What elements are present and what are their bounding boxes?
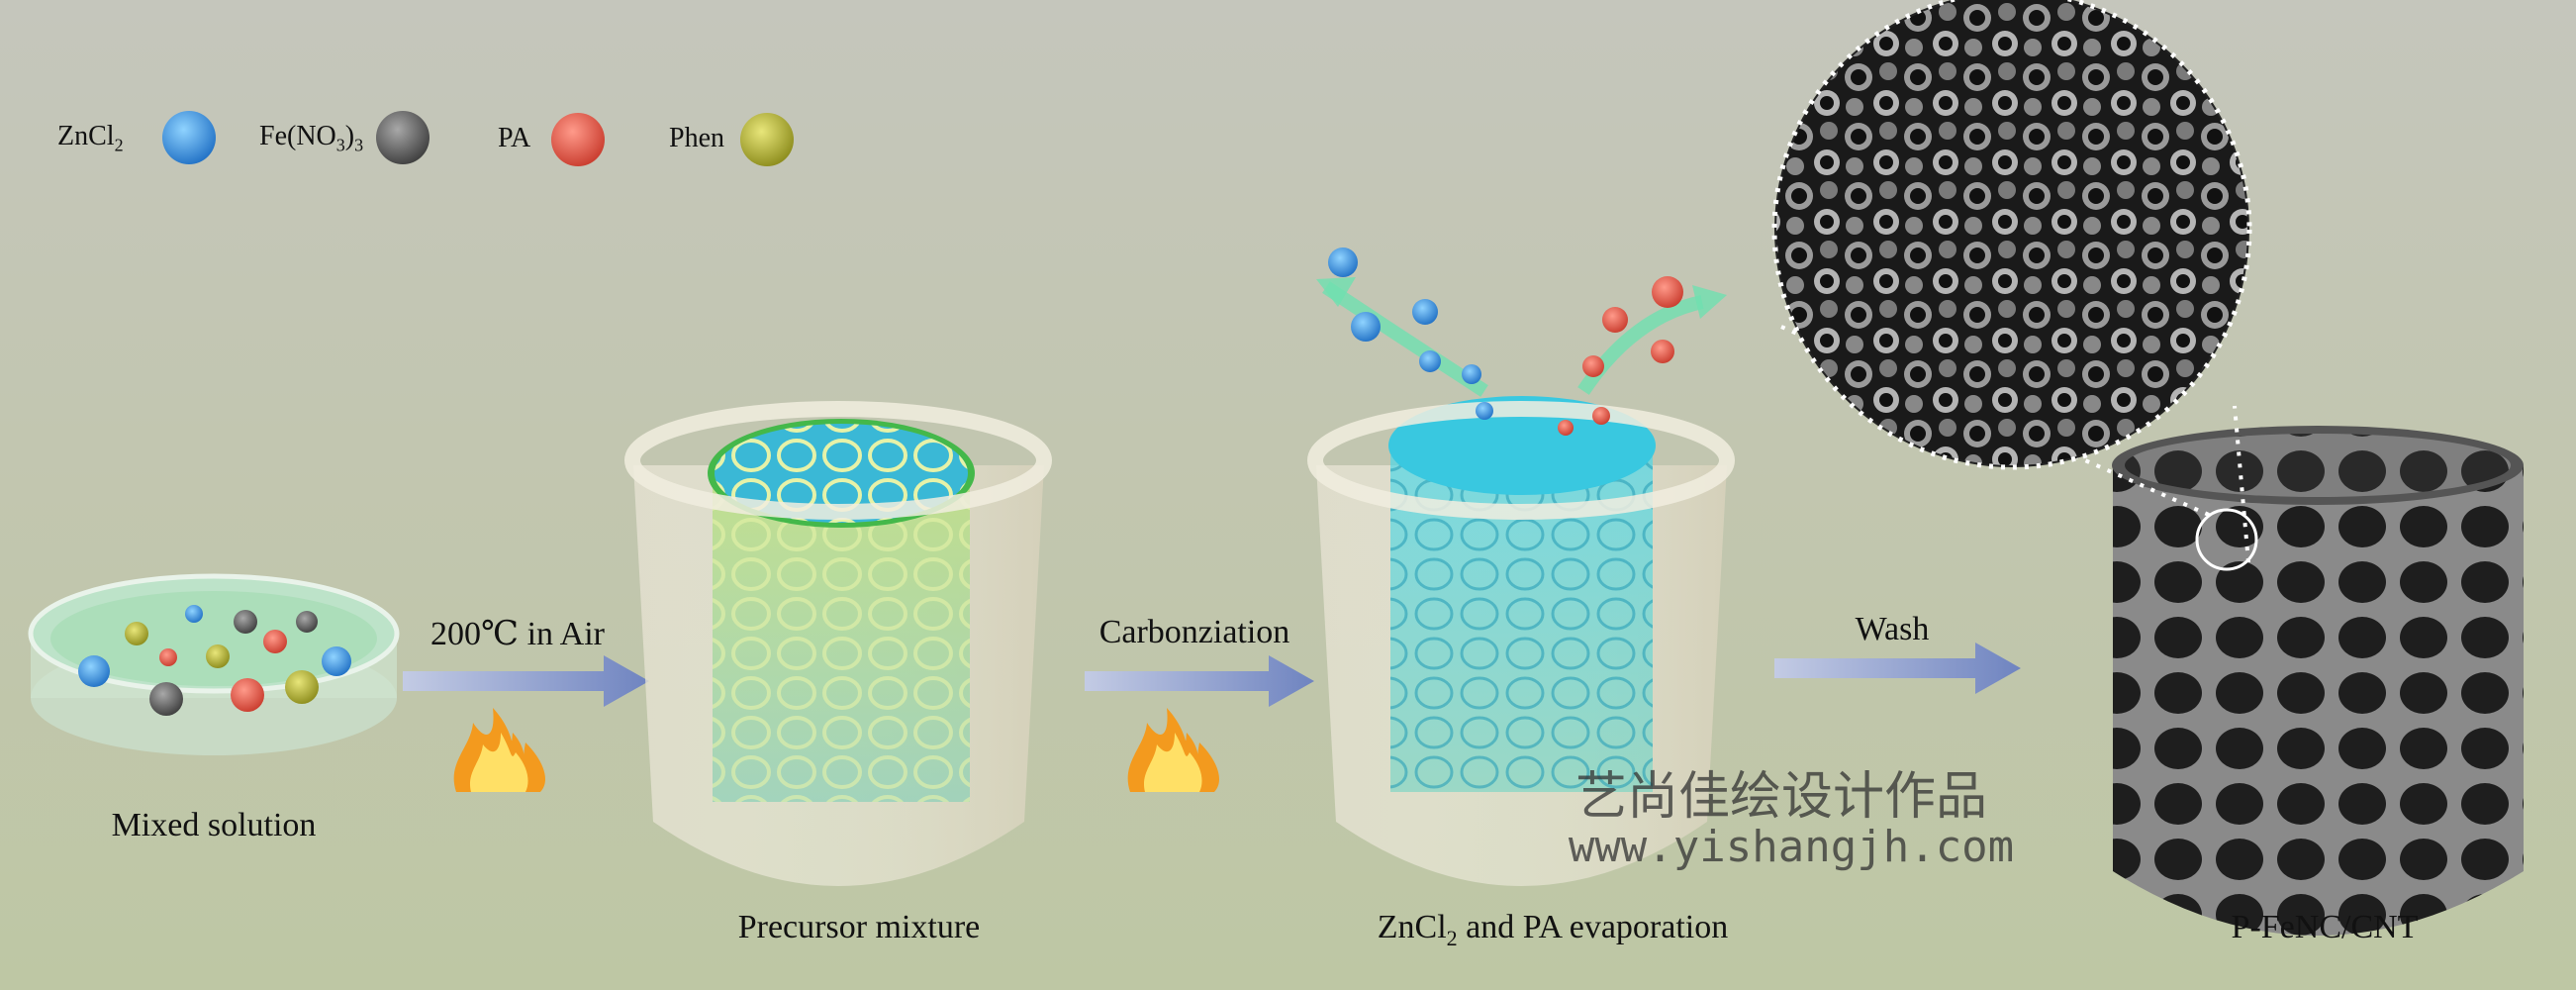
watermark-chinese: 艺尚佳绘设计作品	[1574, 767, 1988, 827]
watermark-url: www.yishangjh.com	[1568, 822, 2015, 872]
arrow-step1	[403, 655, 649, 707]
crucible-evaporation-illustration	[1307, 248, 1735, 886]
legend-fe-nitrate: Fe(NO3)3	[259, 121, 363, 156]
evaporation-label-subscript: 2	[1446, 925, 1458, 950]
product-label: P-FeNC/CNT	[2231, 909, 2419, 945]
legend-label: PA	[498, 123, 531, 153]
step2-label: Carbonziation	[1098, 614, 1290, 650]
porous-carbon-cylinder-illustration	[1780, 325, 2524, 936]
legend-subscript: 3	[335, 135, 345, 155]
arrow-step2	[1085, 655, 1314, 707]
evaporation-label-part: and PA evaporation	[1457, 909, 1729, 945]
step1-label: 200℃ in Air	[430, 616, 605, 652]
zncl2-ball-icon	[162, 111, 216, 164]
legend-label: Fe(NO	[259, 121, 336, 151]
legend-phen: Phen	[669, 123, 724, 154]
precursor-mixture-label: Precursor mixture	[737, 909, 981, 945]
fe-nitrate-ball-icon	[376, 111, 429, 164]
evaporation-label: ZnCl2 and PA evaporation	[1378, 909, 1728, 951]
mixed-solution-label: Mixed solution	[111, 807, 317, 843]
legend-zncl2: ZnCl2	[57, 121, 124, 156]
legend-subscript: 2	[114, 135, 124, 155]
cnt-zoom-inset-illustration	[1771, 0, 2252, 470]
step3-label: Wash	[1855, 611, 1930, 647]
crucible-precursor-illustration	[624, 401, 1052, 886]
petri-dish-illustration	[28, 573, 400, 755]
flame-icon	[1127, 708, 1219, 792]
arrow-step3	[1774, 643, 2021, 694]
legend-pa: PA	[498, 123, 530, 154]
pa-ball-icon	[551, 113, 605, 166]
legend-subscript: 3	[354, 135, 364, 155]
legend-label: ZnCl	[57, 121, 115, 151]
flame-icon	[453, 708, 545, 792]
evaporation-label-part: ZnCl	[1377, 909, 1447, 945]
phen-ball-icon	[740, 113, 794, 166]
legend-label: Phen	[669, 123, 724, 153]
legend-label-suffix: )	[344, 121, 355, 151]
